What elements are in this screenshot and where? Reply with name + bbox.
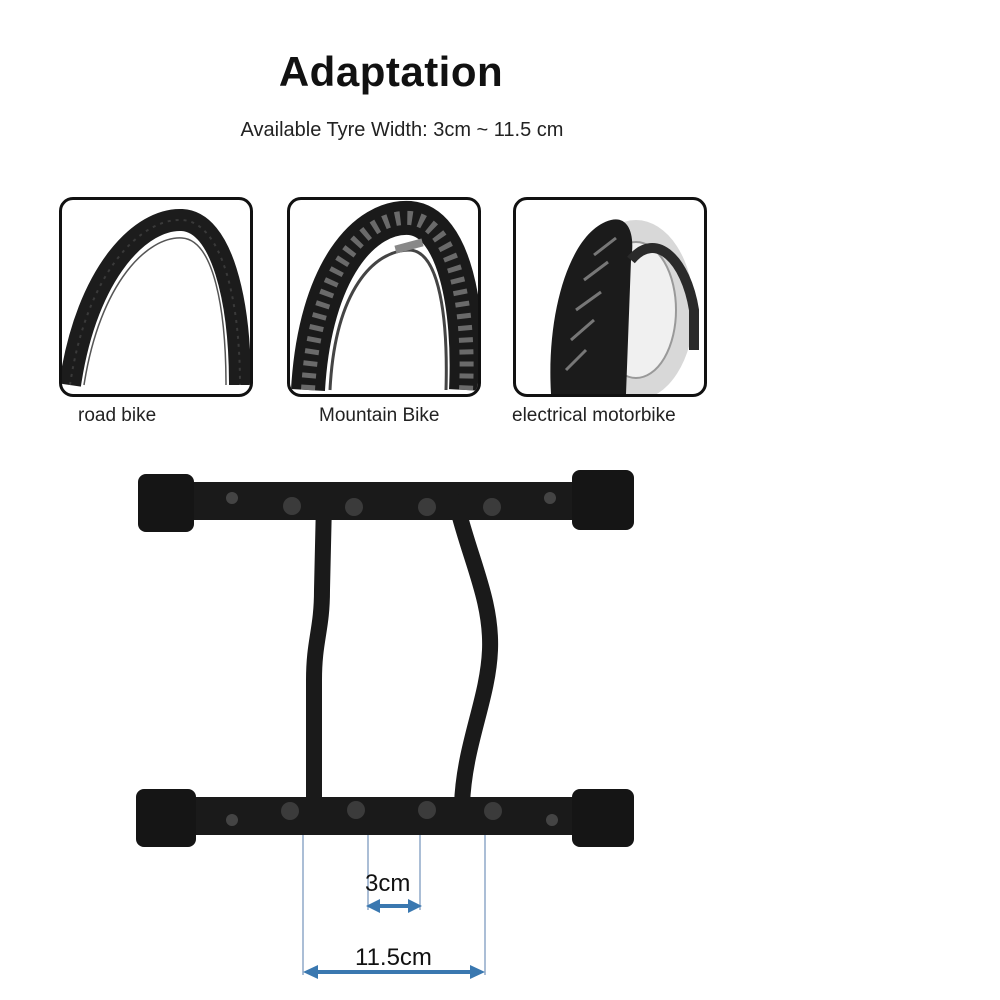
right-upright bbox=[448, 494, 499, 813]
min-width-arrow bbox=[366, 899, 422, 913]
page-title: Adaptation bbox=[278, 48, 504, 95]
mountain-bike-label: Mountain Bike bbox=[319, 405, 440, 426]
motorbike-tyre-icon bbox=[550, 219, 699, 394]
bottom-crossbar bbox=[136, 789, 634, 847]
mountain-bike-tyre-icon bbox=[291, 200, 478, 392]
road-bike-label: road bike bbox=[78, 405, 157, 426]
max-width-arrow bbox=[303, 965, 485, 979]
min-width-label: 3cm bbox=[365, 870, 411, 897]
left-upright bbox=[306, 494, 332, 813]
road-bike-card bbox=[59, 197, 253, 397]
max-width-label: 11.5cm bbox=[355, 944, 432, 971]
page-subtitle: Available Tyre Width: 3cm ~ 11.5 cm bbox=[240, 119, 564, 141]
motorbike-label: electrical motorbike bbox=[512, 405, 676, 426]
top-crossbar bbox=[138, 470, 634, 532]
motorbike-card bbox=[513, 197, 707, 397]
mountain-bike-card bbox=[287, 197, 481, 397]
dimension-guides bbox=[302, 835, 486, 975]
road-bike-tyre-icon bbox=[62, 209, 250, 387]
